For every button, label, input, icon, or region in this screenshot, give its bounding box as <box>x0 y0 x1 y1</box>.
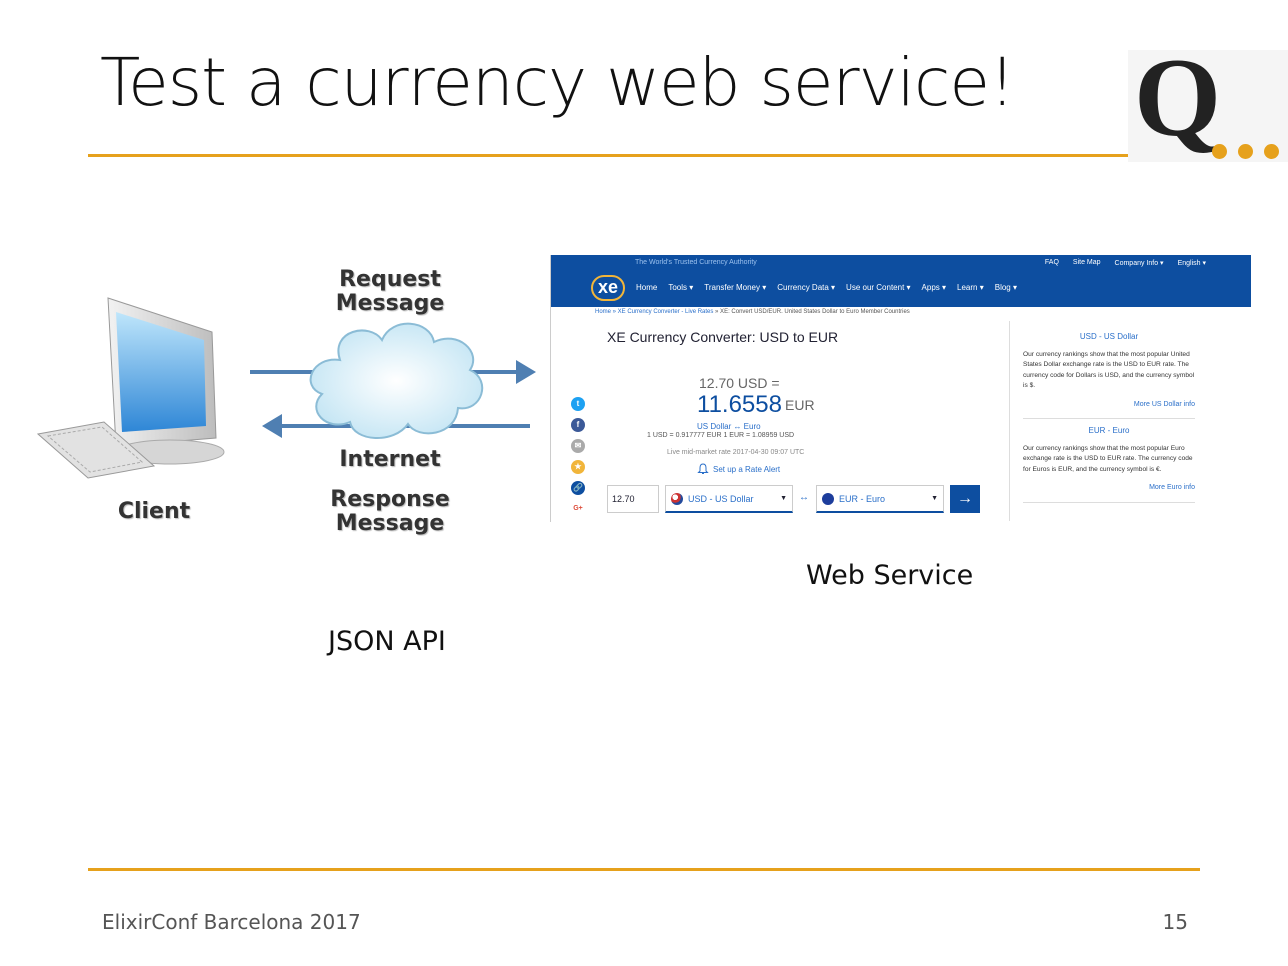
xe-header: The World's Trusted Currency Authority F… <box>551 255 1251 307</box>
slide-title: Test a currency web service! <box>100 44 1015 121</box>
xe-eur-info: EUR - Euro Our currency rankings show th… <box>1023 425 1195 503</box>
xe-top-link-sitemap[interactable]: Site Map <box>1072 259 1101 266</box>
diagram-graphics <box>36 297 536 479</box>
xe-top-link-faq[interactable]: FAQ <box>1044 259 1059 266</box>
xe-main-nav: Home Tools ▾ Transfer Money ▾ Currency D… <box>636 283 1017 292</box>
computer-icon <box>36 297 225 479</box>
chevron-down-icon: ▼ <box>931 495 938 502</box>
twitter-icon[interactable]: t <box>571 397 585 411</box>
bell-icon <box>697 463 709 474</box>
response-message-label: Response Message <box>330 487 450 537</box>
xe-result-value: 11.6558 <box>697 391 782 418</box>
internet-cloud-icon <box>309 322 484 439</box>
web-service-caption: Web Service <box>806 560 974 591</box>
xe-exchange-rates: 1 USD = 0.917777 EUR 1 EUR = 1.08959 USD <box>647 432 795 439</box>
xe-top-links: FAQ Site Map Company Info ▾ English ▾ <box>1045 259 1206 267</box>
xe-swap-button[interactable]: ↔ <box>799 492 809 503</box>
xe-rate-alert-label: Set up a Rate Alert <box>713 464 781 474</box>
xe-usd-text: Our currency rankings show that the most… <box>1023 350 1195 390</box>
xe-nav-blog[interactable]: Blog ▾ <box>994 283 1017 292</box>
xe-live-rate-timestamp: Live mid-market rate 2017-04-30 09:07 UT… <box>667 449 805 456</box>
logo-dot <box>1238 144 1253 159</box>
xe-amount-input[interactable]: 12.70 <box>607 485 659 513</box>
json-api-caption: JSON API <box>328 626 446 657</box>
xe-sidebar-divider <box>1009 321 1010 521</box>
xe-logo[interactable]: xe <box>591 275 625 301</box>
xe-converter-title: XE Currency Converter: USD to EUR <box>607 329 839 345</box>
xe-nav-apps[interactable]: Apps ▾ <box>921 283 947 292</box>
internet-label: Internet <box>339 447 441 472</box>
xe-usd-info: USD - US Dollar Our currency rankings sh… <box>1023 331 1195 420</box>
xe-convert-button[interactable]: → <box>950 485 980 513</box>
xe-social-share: t f ✉ ★ 🔗 G+ <box>571 397 585 516</box>
title-underline <box>88 154 1128 157</box>
request-message-label: Request Message <box>335 267 445 317</box>
logo-letter: Q <box>1134 36 1222 160</box>
xe-tagline: The World's Trusted Currency Authority <box>635 259 757 266</box>
xe-top-link-language[interactable]: English ▾ <box>1177 260 1206 267</box>
xe-nav-learn[interactable]: Learn ▾ <box>957 283 984 292</box>
footer-event: ElixirConf Barcelona 2017 <box>102 910 361 934</box>
us-flag-icon <box>671 493 683 505</box>
xe-nav-tools[interactable]: Tools ▾ <box>668 283 694 292</box>
google-plus-icon[interactable]: G+ <box>571 502 585 516</box>
page-number: 15 <box>1162 910 1188 934</box>
logo-dot <box>1264 144 1279 159</box>
xe-breadcrumb-current: » XE: Convert USD/EUR. United States Dol… <box>713 309 910 315</box>
xe-to-currency-select[interactable]: EUR - Euro ▼ <box>816 485 944 513</box>
link-icon[interactable]: 🔗 <box>571 481 585 495</box>
client-internet-diagram: Client Request Message Internet Response… <box>30 260 550 550</box>
xe-top-link-company[interactable]: Company Info ▾ <box>1114 260 1164 267</box>
xe-currency-converter-screenshot: The World's Trusted Currency Authority F… <box>550 255 1251 522</box>
xe-from-currency-value: USD - US Dollar <box>688 494 754 504</box>
xe-nav-currency-data[interactable]: Currency Data ▾ <box>777 283 836 292</box>
logo-dot <box>1212 144 1227 159</box>
xe-usd-more-link[interactable]: More US Dollar info <box>1023 399 1195 420</box>
xe-nav-use-content[interactable]: Use our Content ▾ <box>846 283 911 292</box>
chevron-down-icon: ▼ <box>780 495 787 502</box>
star-icon[interactable]: ★ <box>571 460 585 474</box>
xe-eur-text: Our currency rankings show that the most… <box>1023 444 1193 473</box>
xe-breadcrumb: Home » XE Currency Converter - Live Rate… <box>595 309 910 315</box>
client-label: Client <box>117 499 191 524</box>
xe-nav-transfer-money[interactable]: Transfer Money ▾ <box>704 283 767 292</box>
company-logo: Q <box>1128 42 1288 162</box>
xe-breadcrumb-links[interactable]: Home » XE Currency Converter - Live Rate… <box>595 309 714 315</box>
xe-rate-alert-link[interactable]: Set up a Rate Alert <box>697 463 780 475</box>
xe-from-currency-select[interactable]: USD - US Dollar ▼ <box>665 485 793 513</box>
xe-nav-home[interactable]: Home <box>636 283 658 292</box>
xe-result-unit: EUR <box>785 397 815 413</box>
xe-to-currency-value: EUR - Euro <box>839 494 886 504</box>
xe-usd-heading: USD - US Dollar <box>1079 332 1139 341</box>
xe-from-amount: 12.70 USD = <box>699 375 780 391</box>
eu-flag-icon <box>822 493 834 505</box>
email-icon[interactable]: ✉ <box>571 439 585 453</box>
xe-currency-names[interactable]: US Dollar ↔ Euro <box>697 422 761 431</box>
xe-eur-heading: EUR - Euro <box>1088 426 1130 435</box>
facebook-icon[interactable]: f <box>571 418 585 432</box>
xe-eur-more-link[interactable]: More Euro info <box>1023 482 1195 503</box>
footer-rule <box>88 868 1200 871</box>
